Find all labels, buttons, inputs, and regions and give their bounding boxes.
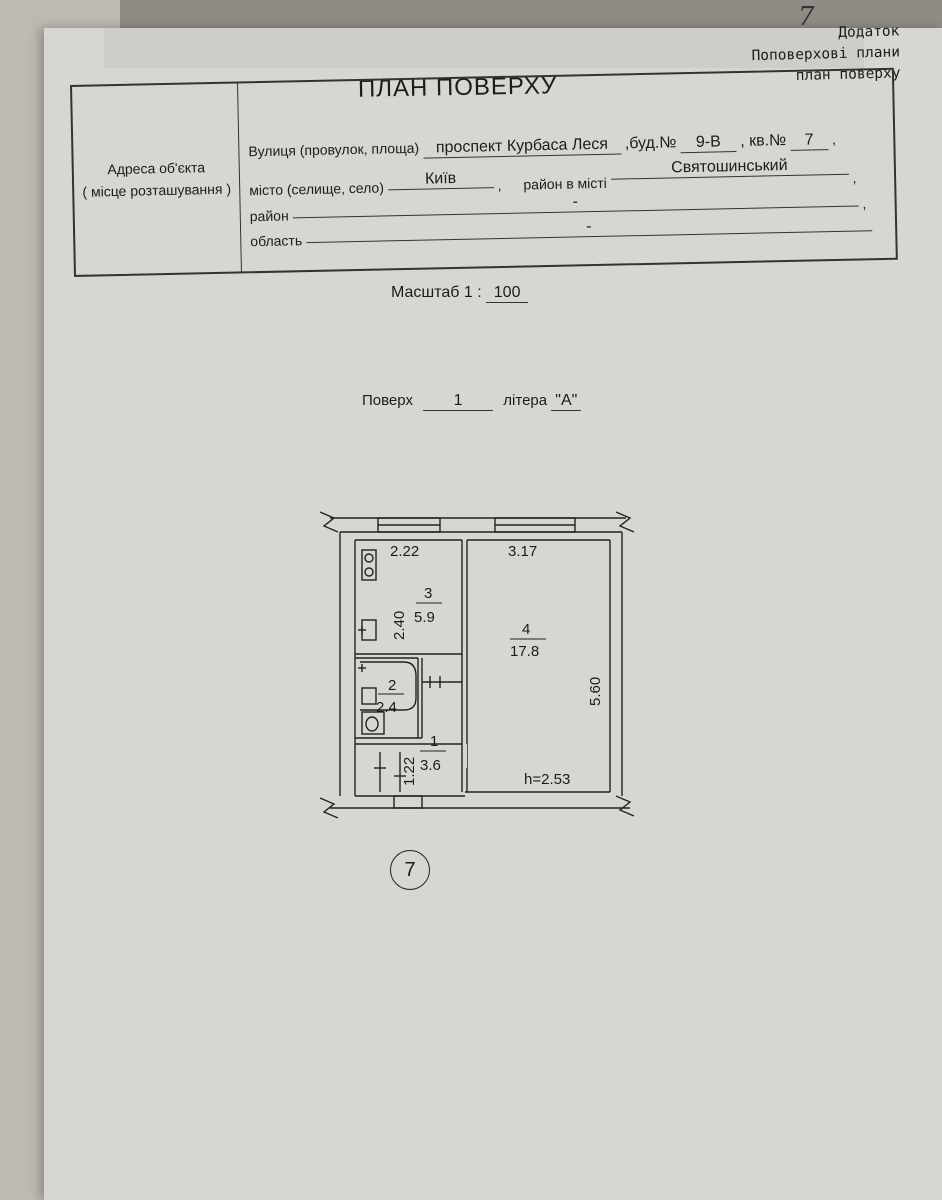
- room2-number: 2: [388, 677, 396, 694]
- wall-break-top-right: [615, 511, 635, 533]
- toilet-icon: [361, 711, 385, 735]
- street-label: Вулиця (провулок, площа): [248, 139, 420, 160]
- floor-row: Поверх 1 літера "А": [362, 392, 582, 411]
- scale-value: 100: [486, 284, 529, 303]
- city-value: Київ: [387, 169, 494, 191]
- room4-area: 17.8: [510, 643, 539, 660]
- apartment-label: , кв.№: [740, 132, 787, 150]
- region-row: область -: [250, 212, 872, 252]
- comma: ,: [852, 169, 857, 186]
- page-top-strip: [104, 28, 864, 68]
- building-label: ,буд.№: [624, 134, 677, 153]
- room1-number: 1: [430, 733, 438, 750]
- ceiling-height: h=2.53: [524, 771, 570, 788]
- floor-label: Поверх: [362, 392, 413, 409]
- street-value: проспект Курбаса Леся: [422, 135, 622, 159]
- city-district-label: район в місті: [523, 174, 607, 193]
- dim-room4-width: 3.17: [508, 543, 537, 560]
- apartment-value: 7: [789, 131, 829, 151]
- entrance-door: [393, 795, 423, 809]
- city-district-value: Святошинський: [610, 155, 849, 180]
- comma: ,: [497, 176, 502, 194]
- scale-label: Масштаб 1 :: [391, 284, 482, 301]
- region-label: область: [250, 232, 303, 250]
- wall-break-bottom-right: [615, 795, 635, 817]
- address-table: Адреса об'єкта ( місце розташування ) Ву…: [70, 67, 898, 277]
- room1-area: 3.6: [420, 757, 441, 774]
- address-section-label: Адреса об'єкта ( місце розташування ): [72, 83, 242, 275]
- room3-number: 3: [424, 585, 432, 602]
- floor-plan-drawing: 2.22 3.17 3 5.9 2.40 4 17.8 5.60 2 2.4 1…: [319, 511, 635, 819]
- wall-break-bottom-left: [319, 797, 339, 819]
- dim-room3-length: 2.40: [391, 611, 408, 640]
- dim-room3-width: 2.22: [390, 543, 419, 560]
- washbasin-icon: [361, 687, 377, 705]
- document-page: [44, 28, 942, 1200]
- room2-area: 2.4: [376, 699, 397, 716]
- city-label: місто (селище, село): [249, 179, 385, 199]
- apartment-circle-number: 7: [390, 850, 430, 890]
- district-label: район: [249, 207, 289, 225]
- comma: ,: [831, 130, 837, 148]
- bathtub-icon: [360, 661, 417, 711]
- handwritten-page-number: 7: [798, 2, 815, 32]
- dim-room4-length: 5.60: [587, 677, 604, 706]
- letter-value: "А": [551, 392, 582, 411]
- letter-label: літера: [503, 392, 548, 409]
- wall-break-top-left: [319, 511, 339, 533]
- room4-number: 4: [522, 621, 530, 638]
- comma: ,: [862, 195, 867, 212]
- room3-area: 5.9: [414, 609, 435, 626]
- stove-icon: [361, 549, 377, 581]
- scale-row: Масштаб 1 : 100: [391, 284, 529, 303]
- dim-room1-length: 1.22: [401, 757, 418, 786]
- address-label-line-2: ( місце розташування ): [82, 180, 232, 200]
- building-value: 9-В: [680, 133, 737, 154]
- floor-value: 1: [423, 392, 494, 411]
